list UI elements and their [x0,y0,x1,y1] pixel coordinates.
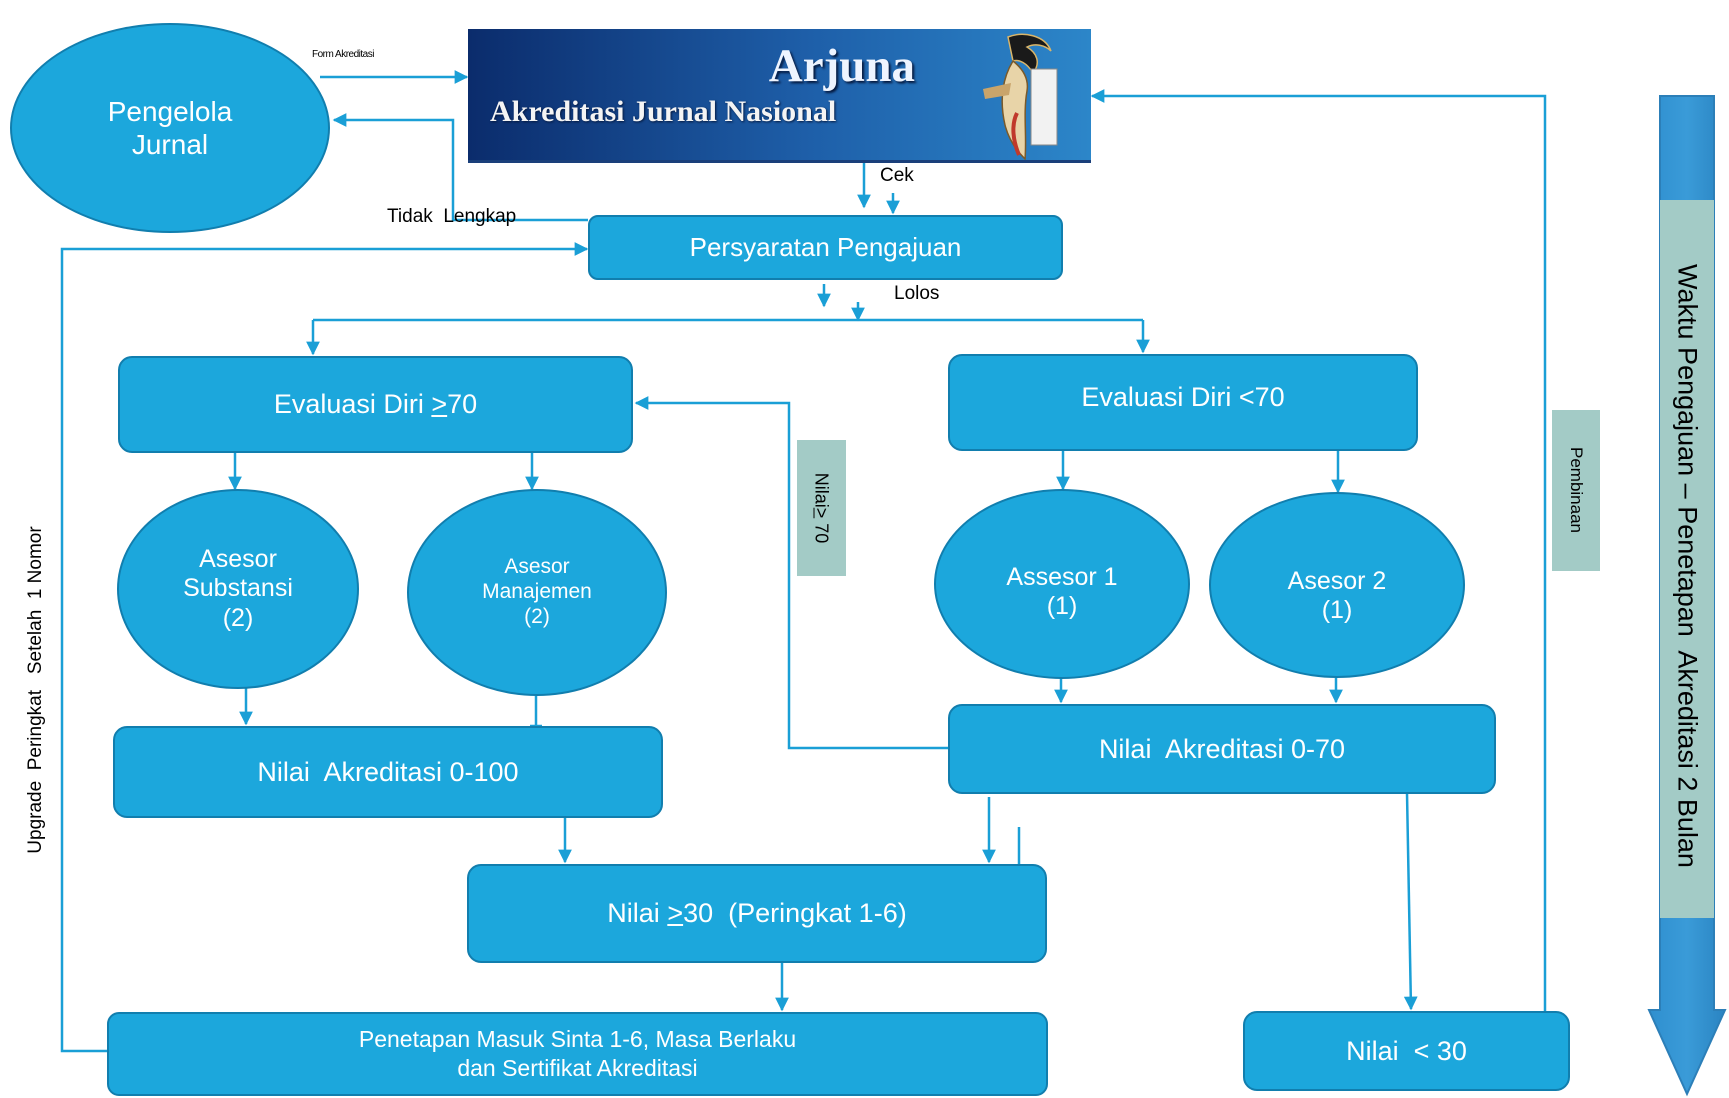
waktu-arrow-icon [1647,95,1727,1097]
asesor-manajemen-node: Asesor Manajemen (2) [407,489,667,696]
lolos-label: Lolos [894,283,940,304]
pengelola-jurnal-label: Pengelola Jurnal [107,95,233,160]
nilai-70-tag [797,440,846,576]
pengelola-jurnal-node: Pengelola Jurnal [10,23,330,233]
nilai-30-peringkat-node: Nilai >30 (Peringkat 1-6) [467,864,1047,963]
nilai-akreditasi-70-node: Nilai Akreditasi 0-70 [948,704,1496,794]
persyaratan-pengajuan-label: Persyaratan Pengajuan [689,232,962,262]
evaluasi-diri-high-node: Evaluasi Diri >70 [118,356,633,453]
pembinaan-tag [1552,410,1600,571]
nilai-70-label: Nilai> 70 [811,472,832,544]
form-akreditasi-label: Form Akreditasi [312,49,374,60]
banner-title: Arjuna [768,40,915,92]
nilai-akreditasi-100-node: Nilai Akreditasi 0-100 [113,726,663,818]
persyaratan-pengajuan-node: Persyaratan Pengajuan [588,215,1063,280]
evaluasi-diri-low-node: Evaluasi Diri <70 [948,354,1418,451]
wayang-logo-icon [983,33,1058,160]
arjuna-banner: Arjuna Akreditasi Jurnal Nasional [468,29,1091,163]
waktu-pengajuan-label: Waktu Pengajuan – Penetapan Akreditasi 2… [1672,264,1703,868]
tidak-lengkap-label: Tidak Lengkap [387,206,517,227]
cek-label: Cek [880,165,914,186]
evaluasi-diri-low-label: Evaluasi Diri <70 [1081,382,1285,412]
asesor-substansi-node: Asesor Substansi (2) [117,489,359,689]
penetapan-sinta-node: Penetapan Masuk Sinta 1-6, Masa Berlaku … [107,1012,1048,1096]
upgrade-peringkat-label: Upgrade Peringkat Setelah 1 Nomor [25,526,46,854]
banner-subtitle: Akreditasi Jurnal Nasional [490,95,837,128]
pembinaan-label: Pembinaan [1567,446,1586,534]
evaluasi-diri-high-label: Evaluasi Diri >70 [273,389,478,419]
assesor-1-node: Assesor 1 (1) [934,489,1190,679]
asesor-2-node: Asesor 2 (1) [1209,492,1465,678]
nilai-30-low-node: Nilai < 30 [1243,1011,1570,1091]
